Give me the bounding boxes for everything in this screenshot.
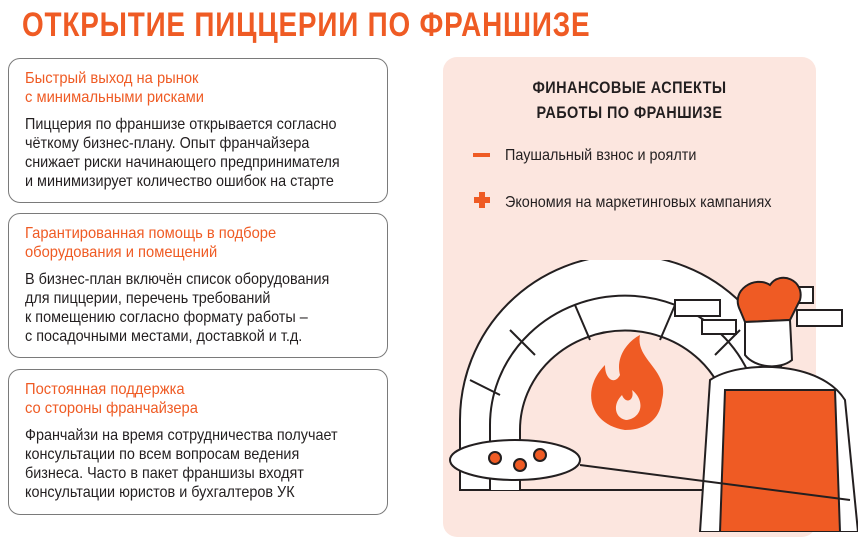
card-text: В бизнес-план включён список оборудовани… [25,271,330,345]
minus-icon [473,147,493,165]
card-text: Франчайзи на время сотрудничества получа… [25,427,338,501]
chef-icon [698,276,858,532]
card-heading: Постоянная поддержка со стороны франчайз… [25,381,198,417]
card-text: Пиццерия по франшизе открывается согласн… [25,116,340,190]
item-text: Паушальный взнос и роялти [505,147,697,164]
card-support: Постоянная поддержка со стороны франчайз… [8,369,388,515]
finance-item-minus: Паушальный взнос и роялти [473,147,718,165]
card-heading: Гарантированная помощь в подборе оборудо… [25,225,277,261]
page-title: ОТКРЫТИЕ ПИЦЦЕРИИ ПО ФРАНШИЗЕ [22,6,591,44]
pizza-peel-icon [449,439,851,501]
plus-icon [473,191,493,214]
item-text: Экономия на маркетинговых кампаниях [505,193,772,211]
panel-title: ФИНАНСОВЫЕ АСПЕКТЫ РАБОТЫ ПО ФРАНШИЗЕ [532,78,727,122]
bricks-icon [674,286,843,335]
card-fast-market: Быстрый выход на рынок с минимальными ри… [8,58,388,203]
card-heading: Быстрый выход на рынок с минимальными ри… [25,70,204,106]
pizza-oven-chef-illustration [449,260,858,532]
card-equipment-help: Гарантированная помощь в подборе оборудо… [8,213,388,358]
fire-icon [591,335,664,430]
finance-item-plus: Экономия на маркетинговых кампаниях [473,191,801,214]
